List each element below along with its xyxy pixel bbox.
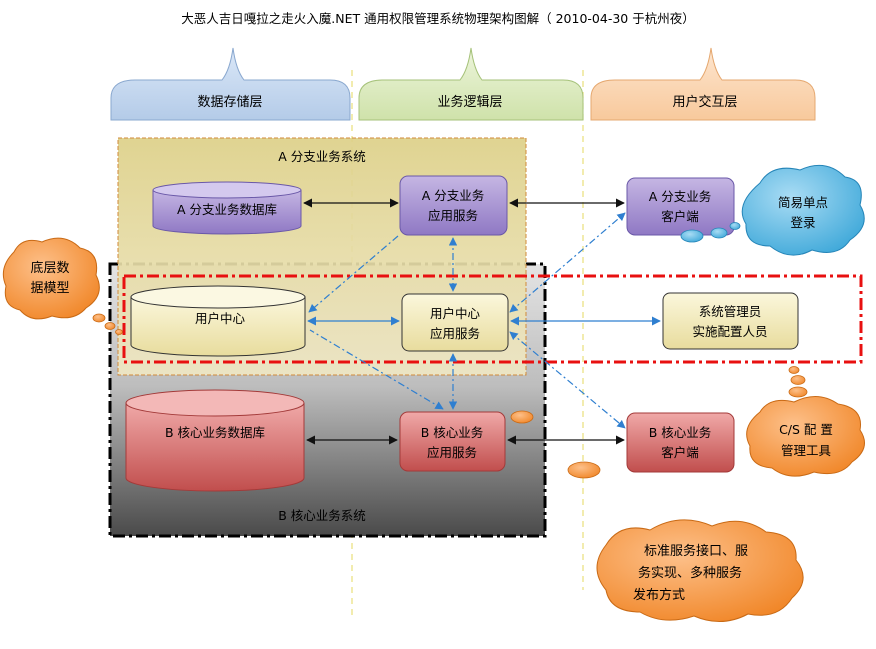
layer-tab-logic: 业务逻辑层	[358, 47, 584, 121]
branch-database-label: A 分支业务数据库	[177, 202, 277, 217]
arrow-userservice-branchclient	[509, 212, 626, 313]
data-model-line1: 底层数	[30, 260, 69, 276]
core-database-label: B 核心业务数据库	[165, 425, 265, 440]
branch-service-line2: 应用服务	[428, 208, 478, 223]
admin-box: 系统管理员 实施配置人员	[662, 292, 799, 350]
layer-tab-ui: 用户交互层	[590, 47, 816, 121]
arrow-branchservice-userdb	[308, 235, 399, 313]
cs-tool-callout-cloud: C/S 配 置 管理工具	[746, 366, 865, 477]
user-center-database: 用户中心	[130, 285, 306, 357]
diagram-title: 大恶人吉日嘎拉之走火入魔.NET 通用权限管理系统物理架构图解（ 2010-04…	[181, 11, 694, 26]
user-center-service: 用户中心 应用服务	[401, 293, 509, 352]
branch-service-line1: A 分支业务	[422, 188, 485, 203]
layer-tab-data: 数据存储层	[110, 47, 351, 121]
core-service-line2: 应用服务	[427, 445, 477, 460]
service-line3: 发布方式	[633, 587, 685, 603]
admin-line2: 实施配置人员	[692, 324, 767, 339]
user-center-service-line2: 应用服务	[430, 326, 480, 341]
branch-database: A 分支业务数据库	[152, 181, 302, 235]
service-line1: 标准服务接口、服	[644, 543, 748, 559]
user-center-service-line1: 用户中心	[430, 306, 481, 321]
branch-service: A 分支业务 应用服务	[399, 175, 508, 236]
admin-line1: 系统管理员	[699, 304, 762, 319]
core-client: B 核心业务 客户端	[626, 412, 735, 473]
core-client-line2: 客户端	[661, 445, 699, 460]
core-client-line1: B 核心业务	[649, 425, 712, 440]
cs-tool-line1: C/S 配 置	[779, 422, 833, 437]
core-database: B 核心业务数据库	[125, 389, 305, 492]
branch-client-line2: 客户端	[661, 209, 699, 224]
user-center-database-label: 用户中心	[195, 311, 246, 326]
data-model-line2: 据模型	[30, 281, 69, 296]
branch-client-line1: A 分支业务	[649, 189, 712, 204]
layer-label: 数据存储层	[197, 95, 262, 110]
layer-label: 用户交互层	[672, 94, 737, 110]
data-model-callout-cloud: 底层数 据模型	[2, 237, 123, 335]
branch-system-label: A 分支业务系统	[278, 149, 366, 164]
user-center-band	[122, 274, 863, 364]
service-line2: 务实现、多种服务	[638, 565, 742, 581]
sso-line1: 简易单点	[778, 195, 828, 210]
sso-line2: 登录	[790, 215, 815, 230]
arrow-coreservice-userdb	[309, 329, 444, 410]
branch-client: A 分支业务 客户端	[626, 177, 735, 236]
sso-callout-cloud: 简易单点 登录	[680, 164, 865, 256]
cs-tool-line2: 管理工具	[781, 443, 832, 458]
service-callout-cloud: 标准服务接口、服 务实现、多种服务 发布方式	[510, 410, 804, 622]
core-service-line1: B 核心业务	[421, 425, 484, 440]
core-system-label: B 核心业务系统	[278, 508, 366, 523]
core-service: B 核心业务 应用服务	[399, 411, 506, 472]
layer-label: 业务逻辑层	[437, 94, 502, 110]
arrow-userservice-coreclient	[509, 331, 626, 429]
